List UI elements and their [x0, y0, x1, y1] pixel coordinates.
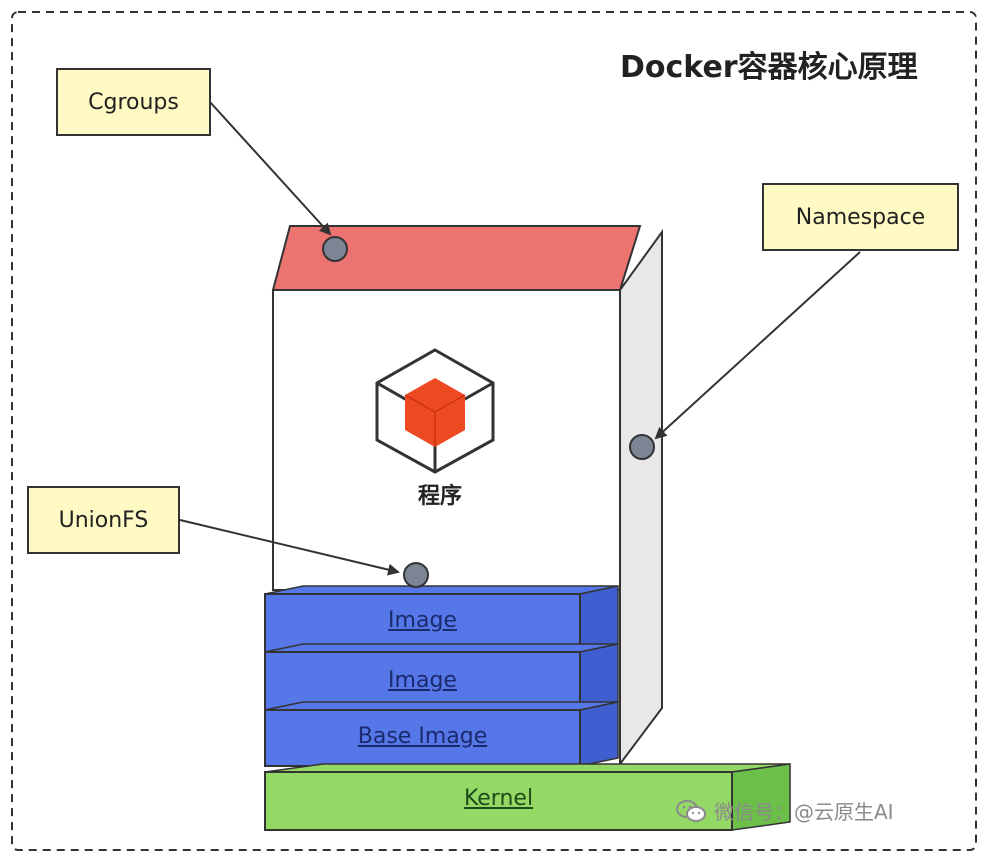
kernel-layer-label: Kernel	[463, 786, 534, 811]
namespace-label: Namespace	[762, 183, 959, 251]
cgroups-label: Cgroups	[56, 68, 211, 136]
program-label: 程序	[417, 484, 462, 509]
watermark-text: 微信号：@云原生AI	[714, 800, 894, 824]
outer-dashed-frame	[11, 11, 977, 851]
cgroups-dot	[322, 236, 348, 262]
image-layer-top-label: Image	[388, 608, 457, 633]
unionfs-arrow	[179, 519, 400, 576]
kernel-layer-shape	[264, 763, 791, 831]
image-layer-mid-shape	[264, 643, 619, 711]
container-side-panel	[619, 228, 663, 767]
image-layer-top-shape	[264, 585, 619, 653]
namespace-arrow	[654, 251, 861, 440]
program-cube-icon	[375, 348, 495, 474]
base-image-layer-label: Base Image	[357, 724, 488, 749]
watermark: 微信号：@云原生AI	[676, 796, 894, 825]
container-roof	[271, 225, 642, 291]
base-image-layer-shape	[264, 701, 619, 767]
unionfs-label: UnionFS	[27, 486, 180, 554]
cgroups-arrow	[209, 101, 332, 236]
unionfs-dot	[403, 562, 429, 588]
namespace-dot	[629, 434, 655, 460]
diagram-title: Docker容器核心原理	[620, 50, 918, 85]
image-layer-mid-label: Image	[388, 668, 457, 693]
wechat-icon	[676, 799, 706, 823]
